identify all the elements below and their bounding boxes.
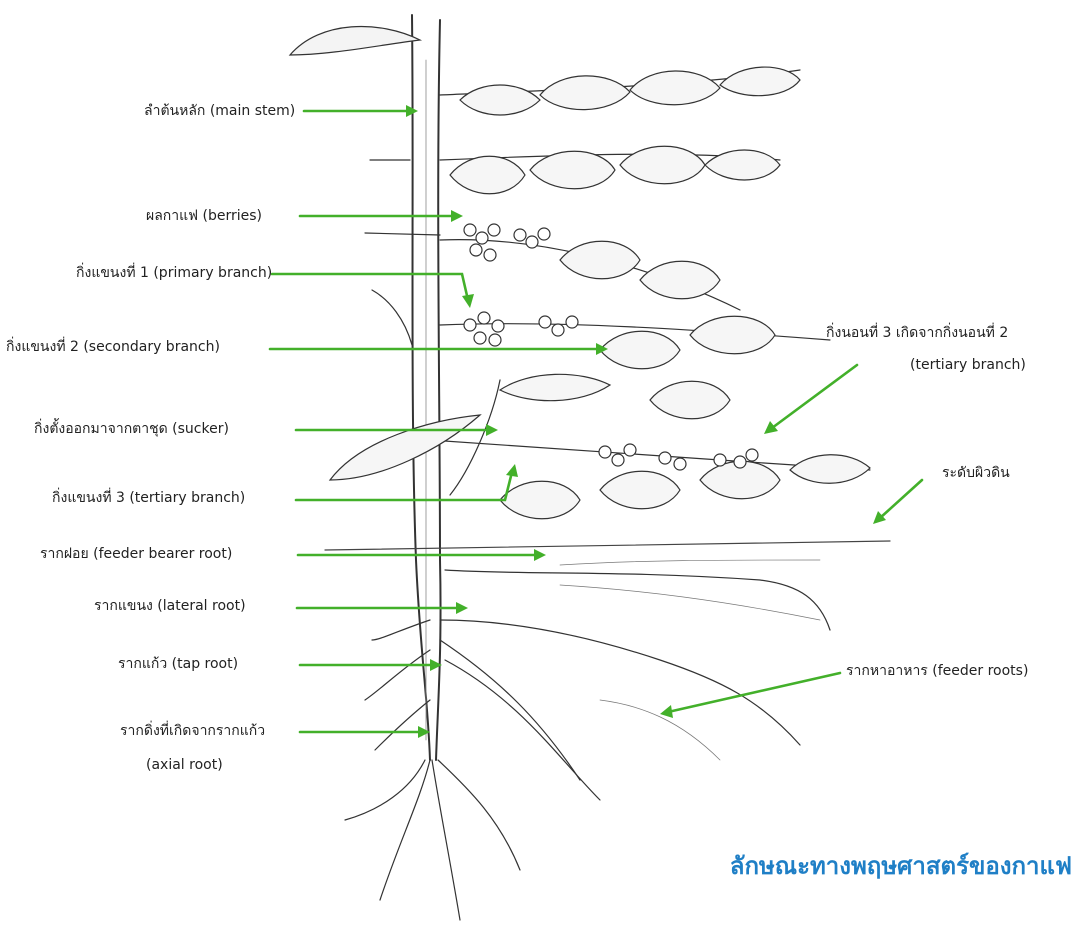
label-soil-level: ระดับผิวดิน	[942, 464, 1010, 482]
label-feeder-bearer-root: รากฝอย (feeder bearer root)	[40, 545, 232, 563]
label-tertiary-lateral-line2: (tertiary branch)	[910, 356, 1026, 374]
label-main-stem: ลำต้นหลัก (main stem)	[144, 102, 295, 120]
label-lateral-root: รากแขนง (lateral root)	[94, 597, 246, 615]
label-primary-branch: กิ่งแขนงที่ 1 (primary branch)	[76, 264, 272, 282]
label-sucker: กิ่งตั้งออกมาจากตาชุด (sucker)	[34, 420, 229, 438]
label-tap-root: รากแก้ว (tap root)	[118, 655, 238, 673]
label-tertiary-lateral-line1: กิ่งนอนที่ 3 เกิดจากกิ่งนอนที่ 2	[826, 324, 1008, 342]
label-tertiary-branch: กิ่งแขนงที่ 3 (tertiary branch)	[52, 489, 245, 507]
diagram-title: ลักษณะทางพฤษศาสตร์ของกาแฟ	[730, 846, 1072, 885]
label-axial-root-line1: รากดิ่งที่เกิดจากรากแก้ว	[120, 722, 265, 740]
label-secondary-branch: กิ่งแขนงที่ 2 (secondary branch)	[6, 338, 220, 356]
label-axial-root-line2: (axial root)	[146, 756, 223, 774]
label-feeder-roots: รากหาอาหาร (feeder roots)	[846, 662, 1028, 680]
label-berries: ผลกาแฟ (berries)	[146, 207, 262, 225]
